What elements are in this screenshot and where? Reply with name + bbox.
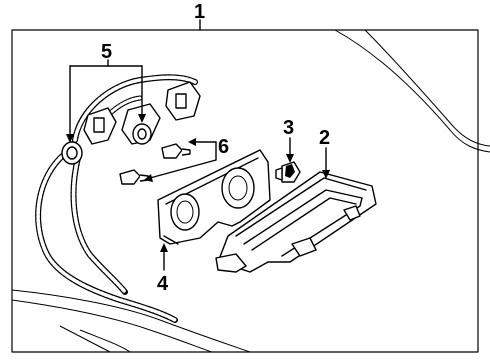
callout-2: 2 [319,127,330,149]
callout-6: 6 [218,136,229,158]
callout-1: 1 [194,1,205,23]
bulb-socket-icon [275,161,301,183]
bulb-icon [119,143,191,185]
callout-5: 5 [101,41,112,63]
callout-4: 4 [157,273,169,295]
lamp-housing-icon [157,149,271,245]
assembly-frame [11,19,479,353]
wiring-harness [35,74,198,323]
callout-3: 3 [283,117,294,139]
vehicle-body-outline [11,29,490,353]
wiring-connector-icon [61,81,201,165]
leader-lines [66,59,330,271]
high-mount-lamp-lens-icon [215,171,377,273]
